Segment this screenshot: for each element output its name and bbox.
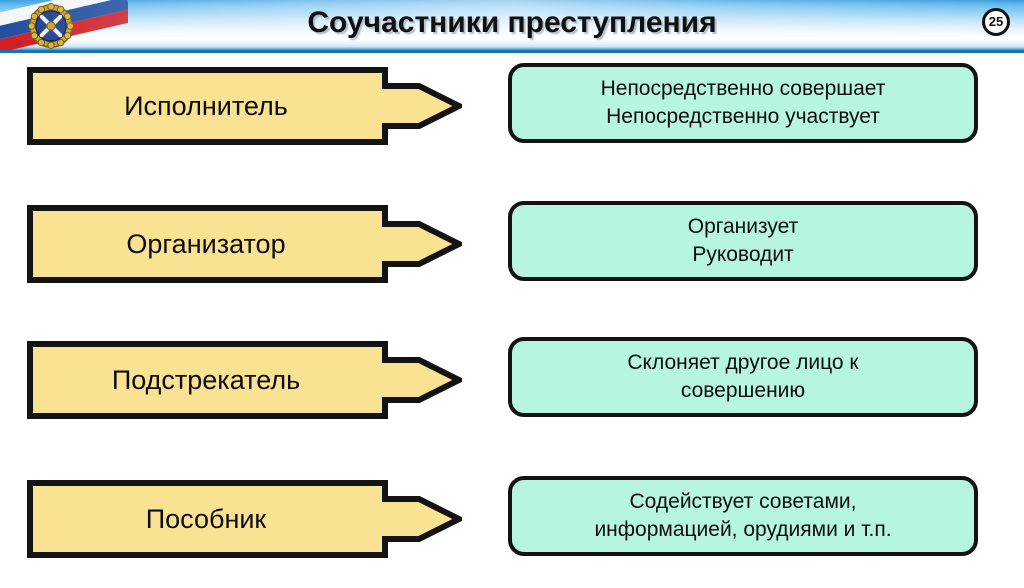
diagram-row: Исполнитель Непосредственно совершает Не… <box>0 63 1024 175</box>
role-arrow-shape[interactable]: Исполнитель <box>27 67 462 145</box>
role-label: Пособник <box>145 503 267 534</box>
slide-header: Соучастники преступления 25 <box>0 0 1024 53</box>
role-arrow-shape[interactable]: Организатор <box>27 205 462 283</box>
diagram-row: Пособник Содействует советами, информаци… <box>0 476 1024 588</box>
description-line: Организует <box>687 215 799 238</box>
block-arrow-icon <box>27 205 462 283</box>
diagram-row: Организатор Организует Руководит <box>0 201 1024 313</box>
block-arrow-icon <box>27 480 462 558</box>
block-arrow-icon <box>27 67 462 145</box>
page-number-badge: 25 <box>982 8 1010 36</box>
role-label: Исполнитель <box>124 90 288 121</box>
description-callout[interactable]: Содействует советами, информацией, оруди… <box>508 476 978 556</box>
description-line: Непосредственно участвует <box>606 105 880 128</box>
diagram-row: Подстрекатель Склоняет другое лицо к сов… <box>0 337 1024 449</box>
header-divider <box>0 50 1024 53</box>
description-callout[interactable]: Непосредственно совершает Непосредственн… <box>508 63 978 143</box>
accomplices-diagram: Исполнитель Непосредственно совершает Не… <box>0 53 1024 574</box>
role-label: Подстрекатель <box>111 364 301 395</box>
role-arrow-shape[interactable]: Подстрекатель <box>27 341 462 419</box>
description-line: Содействует советами, <box>629 490 857 513</box>
description-line: информацией, орудиями и т.п. <box>594 518 892 541</box>
role-arrow-shape[interactable]: Пособник <box>27 480 462 558</box>
block-arrow-icon <box>27 341 462 419</box>
description-line: Руководит <box>692 243 794 266</box>
page-title: Соучастники преступления <box>307 6 717 39</box>
description-callout[interactable]: Склоняет другое лицо к совершению <box>508 337 978 417</box>
description-line: совершению <box>680 379 806 402</box>
description-line: Непосредственно совершает <box>600 77 886 100</box>
role-label: Организатор <box>126 228 286 259</box>
description-line: Склоняет другое лицо к <box>627 351 859 374</box>
description-callout[interactable]: Организует Руководит <box>508 201 978 281</box>
